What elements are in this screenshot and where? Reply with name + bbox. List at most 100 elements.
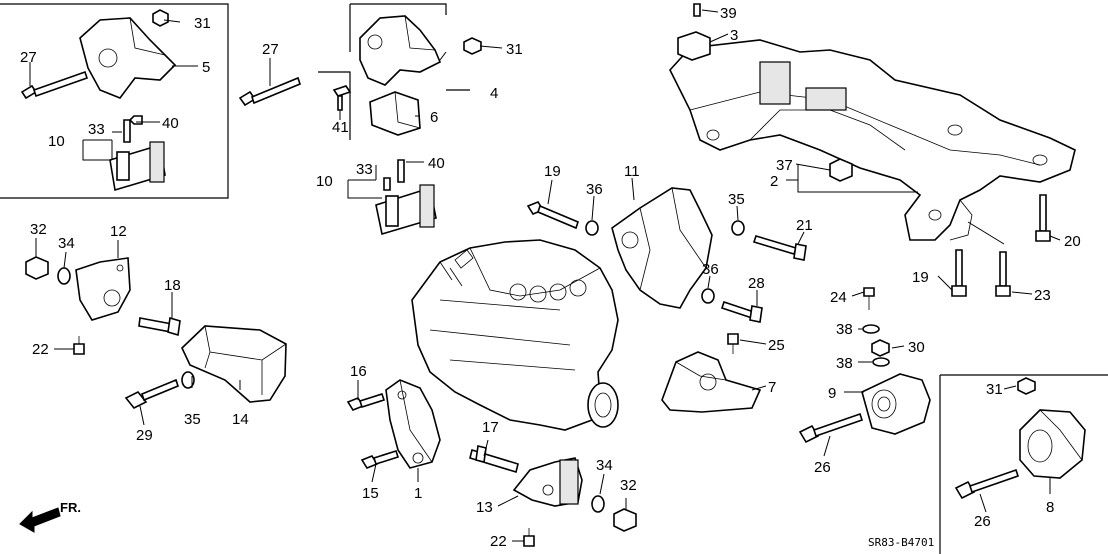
label-31: 31 [986, 381, 1003, 398]
part-27-bolt-a [20, 70, 89, 100]
label-11: 11 [624, 163, 640, 180]
engine-block [411, 239, 619, 431]
label-24: 24 [830, 289, 847, 306]
part-27-bolt-b [238, 76, 301, 107]
label-10: 10 [316, 173, 333, 190]
part-13-bracket [512, 457, 583, 507]
label-34: 34 [596, 457, 613, 474]
part-17-bolt [469, 445, 519, 474]
diagram-code: SR83-B4701 [868, 536, 934, 549]
label-31: 31 [506, 41, 523, 58]
label-4: 4 [490, 85, 498, 102]
part-16-bolt [346, 392, 386, 411]
label-12: 12 [110, 223, 127, 240]
part-12-bracket [75, 257, 131, 321]
part-37-nut [829, 158, 853, 182]
inset-frame-top-left [0, 3, 229, 199]
part-25-bolt [727, 333, 739, 354]
label-26: 26 [814, 459, 831, 476]
label-22: 22 [490, 533, 507, 550]
label-18: 18 [164, 277, 181, 294]
label-25: 25 [768, 337, 785, 354]
part-18-bolt [138, 316, 181, 337]
front-sub-frame [669, 39, 1076, 241]
label-40: 40 [428, 155, 445, 172]
label-3: 3 [730, 27, 738, 44]
label-35: 35 [728, 191, 745, 208]
label-22: 22 [32, 341, 49, 358]
label-17: 17 [482, 419, 499, 436]
label-5: 5 [202, 59, 210, 76]
part-1-engine-bracket [385, 379, 441, 469]
label-38: 38 [836, 355, 853, 372]
part-7-mount [661, 351, 762, 413]
label-27: 27 [20, 49, 37, 66]
label-15: 15 [362, 485, 379, 502]
label-36: 36 [586, 181, 603, 198]
label-20: 20 [1064, 233, 1081, 250]
leader-lines [29, 9, 1061, 542]
label-41: 41 [332, 119, 349, 136]
label-1: 1 [414, 485, 422, 502]
part-14-mount-stiffener [181, 325, 287, 403]
front-direction-label: FR. [60, 500, 81, 515]
label-19: 19 [912, 269, 929, 286]
part-9-mount [861, 373, 931, 435]
label-37: 37 [776, 157, 793, 174]
label-29: 29 [136, 427, 153, 444]
part-5-mount-bracket [79, 17, 177, 99]
part-29-bolt [124, 378, 179, 410]
label-33: 33 [356, 161, 373, 178]
label-32: 32 [620, 477, 637, 494]
part-4-mount-assembly [332, 15, 442, 136]
part-35-washer-a [181, 371, 195, 389]
label-31: 31 [194, 15, 211, 32]
label-13: 13 [476, 499, 493, 516]
label-26: 26 [974, 513, 991, 530]
part-32-nut-a [25, 256, 49, 280]
label-35: 35 [184, 411, 201, 428]
label-16: 16 [350, 363, 367, 380]
part-38-washer-a [862, 324, 880, 334]
label-33: 33 [88, 121, 105, 138]
label-30: 30 [908, 339, 925, 356]
part-28-bolt [720, 300, 763, 323]
part-30-nut [871, 339, 890, 357]
part-26-bolt-b [954, 468, 1020, 500]
part-31-nut-a [152, 9, 169, 27]
label-10: 10 [48, 133, 65, 150]
label-9: 9 [828, 385, 836, 402]
part-36-washer-b [701, 288, 715, 304]
part-8-mount [1019, 409, 1086, 479]
label-7: 7 [768, 379, 776, 396]
part-21-bolt [752, 235, 807, 261]
label-38: 38 [836, 321, 853, 338]
inset-frame-bottom-right [939, 374, 1108, 554]
part-35-washer-b [731, 220, 745, 236]
part-3-bracket [677, 3, 711, 61]
label-2: 2 [770, 173, 778, 190]
part-20-bolt [1035, 194, 1051, 242]
part-32-nut-b [613, 508, 637, 532]
label-14: 14 [232, 411, 249, 428]
part-11-bracket [611, 187, 713, 309]
part-10-spacer-a [109, 115, 166, 192]
part-31-nut-b [463, 37, 482, 55]
part-26-bolt-a [798, 412, 864, 444]
label-27: 27 [262, 41, 279, 58]
front-direction-arrow-icon [19, 507, 61, 533]
label-19: 19 [544, 163, 561, 180]
part-34-washer-a [57, 267, 71, 285]
label-21: 21 [796, 217, 813, 234]
part-22-bolt-b [523, 528, 535, 547]
label-8: 8 [1046, 499, 1054, 516]
label-6: 6 [430, 109, 438, 126]
part-19-bolt-b [951, 249, 967, 297]
part-19-bolt-a [526, 201, 579, 230]
part-10-spacer-b [375, 159, 437, 236]
label-28: 28 [748, 275, 765, 292]
part-38-washer-b [872, 357, 890, 367]
part-34-washer-b [591, 495, 605, 513]
